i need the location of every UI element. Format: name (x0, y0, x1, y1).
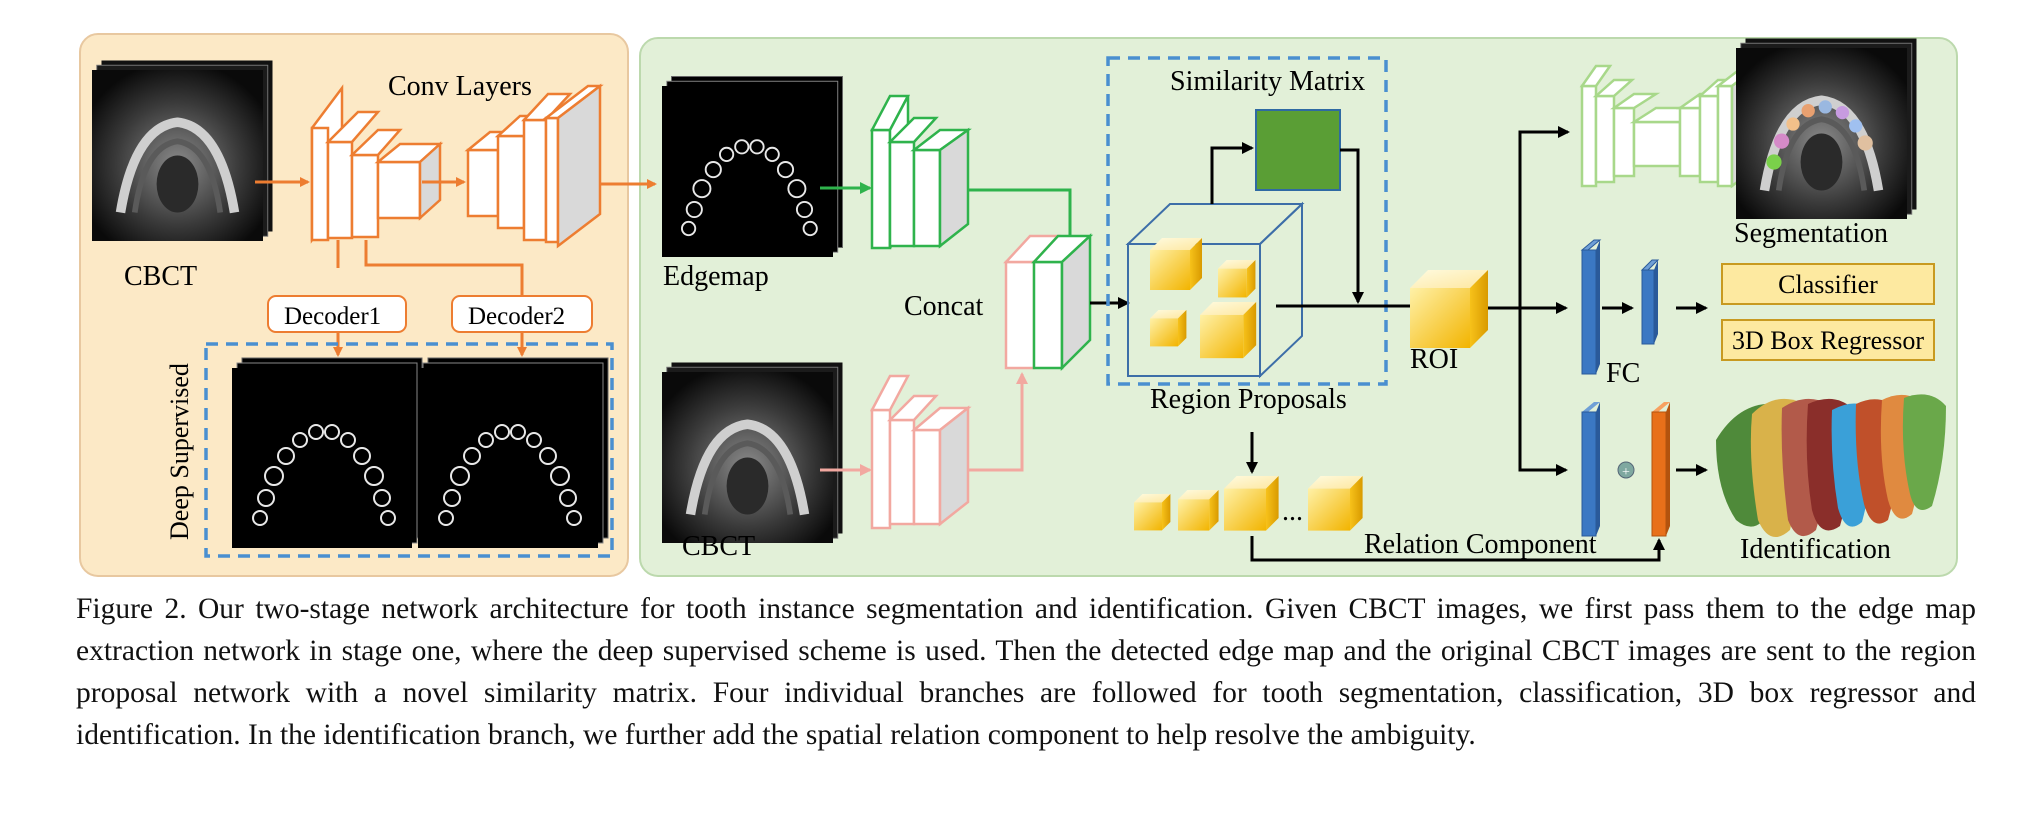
architecture-diagram: CBCT Conv Layers Decoder1 Decoder2 Dee (79, 33, 1958, 577)
label-cbct-left: CBCT (124, 261, 197, 292)
caption-text: Figure 2. Our two-stage network architec… (76, 593, 1976, 751)
label-classifier: Classifier (1778, 270, 1878, 299)
similarity-matrix-square (1255, 109, 1341, 191)
proposal-cube-icon (1200, 302, 1257, 359)
segmentation-output-image-icon (1736, 39, 1917, 220)
label-cbct-bottom: CBCT (682, 531, 755, 562)
fc-layer-block (1580, 239, 1660, 375)
decoder1-box (267, 295, 407, 333)
label-segmentation: Segmentation (1734, 218, 1888, 249)
edgemap-image-icon (661, 75, 844, 258)
label-deep-supervised: Deep Supervised (165, 363, 194, 540)
classifier-box (1721, 263, 1935, 305)
label-box-regressor: 3D Box Regressor (1732, 326, 1924, 355)
label-decoder1: Decoder1 (284, 303, 381, 330)
edge-branch-network-block (869, 94, 972, 250)
label-identification: Identification (1740, 534, 1891, 565)
decoder1-edge-output-icon (231, 357, 423, 549)
decoder2-box (451, 295, 593, 333)
cbct-input-image-icon (92, 61, 273, 242)
label-edgemap: Edgemap (663, 261, 769, 292)
teeth-3d-model-icon (1716, 394, 1946, 538)
label-roi: ROI (1410, 344, 1458, 375)
svg-text:+: + (1622, 465, 1630, 480)
label-ellipsis: ... (1282, 496, 1303, 527)
cbct-branch-network-block (869, 374, 972, 530)
proposal-cube-icon (1218, 260, 1256, 298)
relation-arrow (1250, 536, 1665, 562)
label-fc: FC (1606, 358, 1640, 389)
concat-block (1003, 233, 1094, 372)
label-concat: Concat (904, 291, 984, 322)
conv-layers-network-block (310, 83, 604, 249)
figure-caption: Figure 2. Our two-stage network architec… (76, 588, 1976, 756)
cbct-second-input-icon (662, 363, 843, 544)
deep-supervised-dashed-box (204, 342, 614, 558)
proposal-cube-icon (1150, 310, 1187, 347)
identification-branch-block: + (1581, 402, 1670, 537)
proposal-cube-icon (1150, 238, 1202, 290)
decoder2-edge-output-icon (417, 357, 609, 549)
label-region-proposals: Region Proposals (1150, 384, 1347, 415)
box-regressor-box (1721, 319, 1935, 361)
label-similarity-matrix: Similarity Matrix (1170, 66, 1365, 97)
region-proposal-cube-outline (1125, 201, 1305, 379)
region-proposal-dashed-box (1106, 56, 1388, 386)
label-conv-layers: Conv Layers (388, 71, 532, 102)
label-decoder2: Decoder2 (468, 303, 565, 330)
label-relation-component: Relation Component (1364, 529, 1597, 560)
roi-cube-icon (1410, 270, 1488, 348)
